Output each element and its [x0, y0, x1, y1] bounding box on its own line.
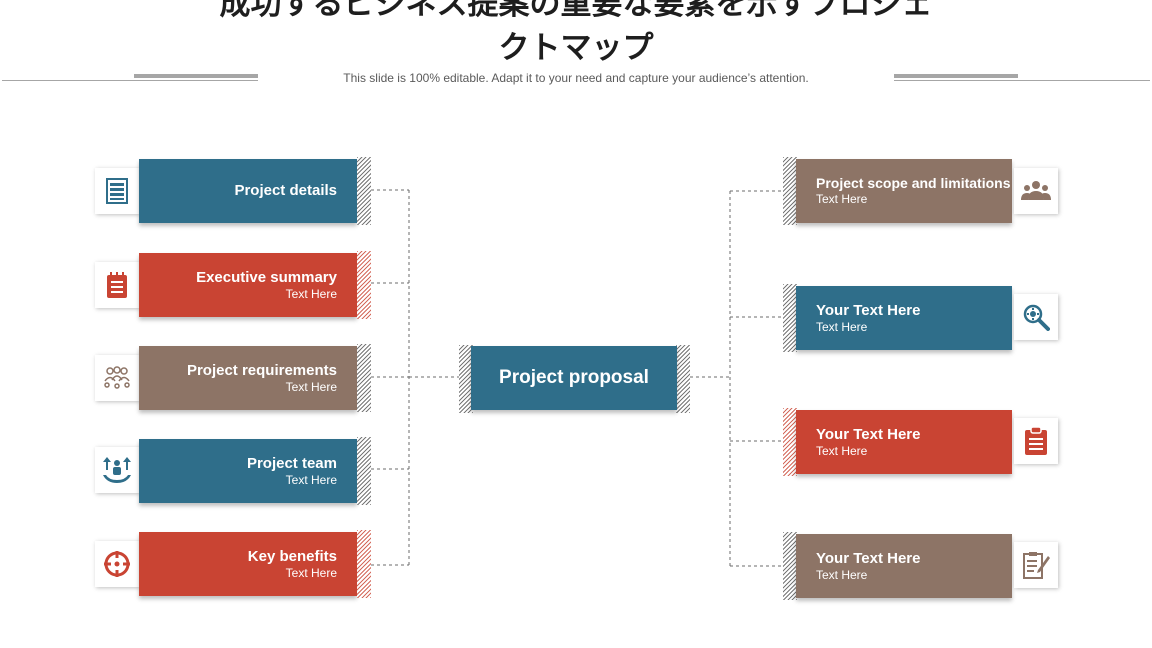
- left-node-hatch: [357, 530, 371, 598]
- right-node-your-text-2: Your Text Here Text Here: [796, 410, 1012, 474]
- divider-right: [894, 80, 1150, 81]
- right-node-title: Your Text Here: [816, 425, 921, 443]
- left-node-subtext: Text Here: [285, 472, 337, 487]
- checklist-pen-icon: [1023, 552, 1050, 579]
- left-node-subtext: Text Here: [285, 379, 337, 394]
- left-node-hatch: [357, 344, 371, 412]
- left-node-title: Project team: [246, 454, 337, 472]
- left-node-hatch: [357, 157, 371, 225]
- divider-left-accent: [134, 74, 258, 78]
- left-node-hatch: [357, 437, 371, 505]
- right-node-hatch: [783, 284, 797, 352]
- target-icon: [104, 551, 130, 577]
- left-icon-card-1: [95, 262, 139, 308]
- right-node-project-scope: Project scope and limitations Text Here: [796, 159, 1012, 223]
- center-node-project-proposal: Project proposal: [471, 346, 677, 410]
- divider-left: [2, 80, 258, 81]
- team-growth-icon: [103, 457, 131, 483]
- slide-subtitle: This slide is 100% editable. Adapt it to…: [343, 71, 809, 85]
- left-node-project-team: Project team Text Here: [139, 439, 357, 503]
- right-node-subtext: Text Here: [816, 567, 868, 582]
- left-node-executive-summary: Executive summary Text Here: [139, 253, 357, 317]
- left-icon-card-3: [95, 447, 139, 493]
- left-node-subtext: Text Here: [285, 565, 337, 580]
- clipboard-icon: [1025, 426, 1047, 455]
- right-icon-card-3: [1014, 542, 1058, 588]
- left-node-project-requirements: Project requirements Text Here: [139, 346, 357, 410]
- center-hatch-right: [676, 345, 690, 413]
- slide-title: 成功するビジネス提案の重要な要素を示すプロジェ クトマップ: [0, 0, 1152, 70]
- left-icon-card-0: [95, 168, 139, 214]
- right-node-title: Your Text Here: [816, 301, 921, 319]
- right-node-title: Project scope and limitations: [816, 175, 1011, 191]
- right-node-subtext: Text Here: [816, 192, 868, 206]
- right-icon-card-2: [1014, 418, 1058, 464]
- left-node-title: Project requirements: [186, 361, 337, 379]
- slide-title-line-1: 成功するビジネス提案の重要な要素を示すプロジェ: [219, 0, 933, 22]
- notepad-icon: [107, 272, 127, 298]
- right-node-hatch: [783, 408, 797, 476]
- left-icon-card-4: [95, 541, 139, 587]
- search-gear-icon: [1023, 304, 1050, 331]
- left-icon-card-2: [95, 355, 139, 401]
- left-node-project-details: Project details: [139, 159, 357, 223]
- document-list-icon: [106, 178, 128, 204]
- left-node-hatch: [357, 251, 371, 319]
- right-node-hatch: [783, 532, 797, 600]
- right-node-your-text-3: Your Text Here Text Here: [796, 534, 1012, 598]
- left-node-key-benefits: Key benefits Text Here: [139, 532, 357, 596]
- right-node-title: Your Text Here: [816, 549, 921, 567]
- right-icon-card-1: [1014, 294, 1058, 340]
- center-hatch-left: [459, 345, 473, 413]
- left-node-title: Key benefits: [247, 547, 337, 565]
- right-node-subtext: Text Here: [816, 443, 868, 458]
- team-group-icon: [104, 366, 130, 389]
- left-node-title: Executive summary: [196, 268, 337, 286]
- slide-title-line-2: クトマップ: [498, 30, 654, 66]
- left-node-subtext: Text Here: [285, 286, 337, 301]
- right-node-hatch: [783, 157, 797, 225]
- right-node-your-text-1: Your Text Here Text Here: [796, 286, 1012, 350]
- left-node-title: Project details: [234, 182, 337, 199]
- divider-right-accent: [894, 74, 1018, 78]
- right-icon-card-0: [1014, 168, 1058, 214]
- right-node-subtext: Text Here: [816, 319, 868, 334]
- people-icon: [1021, 181, 1051, 200]
